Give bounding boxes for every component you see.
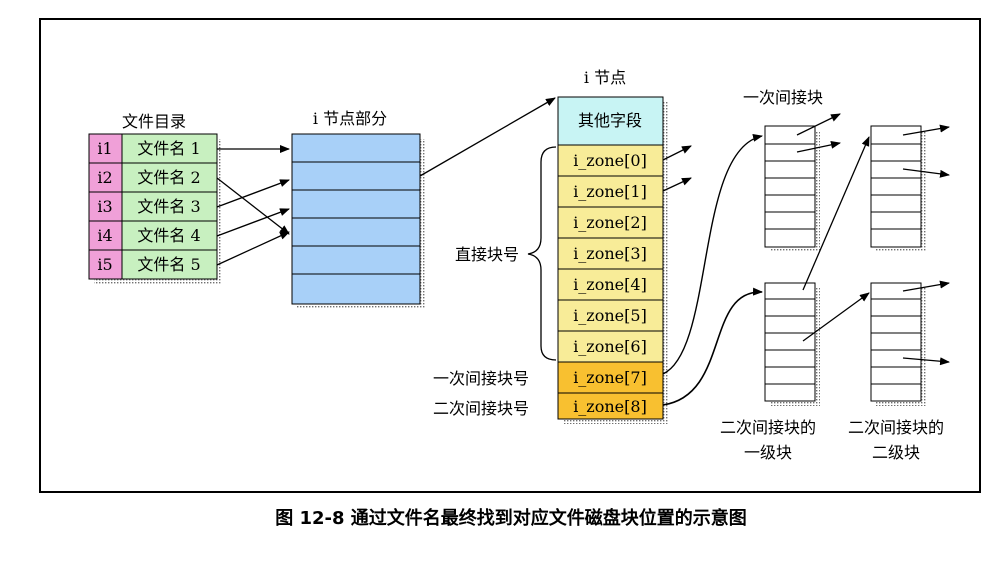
double-indirect-level2-block-bottom <box>870 282 922 402</box>
inode-table <box>291 133 421 305</box>
directory-name-1: 文件名 1 <box>137 139 200 158</box>
zone-2-label: i_zone[2] <box>573 213 647 232</box>
figure-caption: 图 12-8 通过文件名最终找到对应文件磁盘块位置的示意图 <box>275 507 747 529</box>
directory-name-5: 文件名 5 <box>137 255 200 274</box>
zone-6-label: i_zone[6] <box>573 337 647 356</box>
zone-0-label: i_zone[0] <box>573 151 647 170</box>
double-indirect-level2-block-top <box>870 125 922 248</box>
double-level2-bottom-out-arrow-1 <box>902 280 950 292</box>
directory-title: 文件目录 <box>122 112 186 131</box>
zone-0-arrow <box>662 145 692 161</box>
zone-1-label: i_zone[1] <box>573 182 647 201</box>
double-level1-to-level2-top-arrow <box>802 136 870 291</box>
double-level2-top-out-arrow-1 <box>902 124 950 136</box>
inode-node: 其他字段 i_zone[0] i_zone[1] i_zone[2] i_zon… <box>557 96 664 420</box>
single-indirect-block <box>764 125 816 248</box>
zone-5-label: i_zone[5] <box>573 306 647 325</box>
double-level2-label-1: 二次间接块的 <box>848 418 944 437</box>
directory-to-inode-arrows <box>216 145 290 266</box>
single-indirect-block-title: 一次间接块 <box>743 88 823 107</box>
directory-name-3: 文件名 3 <box>137 197 200 216</box>
figure-frame <box>39 18 981 493</box>
directory-inode-5: i5 <box>97 255 112 274</box>
double-indirect-level1-block <box>764 282 816 402</box>
zone-4-label: i_zone[4] <box>573 275 647 294</box>
double-level1-to-level2-bottom-arrow <box>802 292 870 342</box>
inode-other-fields: 其他字段 <box>578 111 642 130</box>
directory-inode-4: i4 <box>97 226 112 245</box>
zone-1-arrow <box>662 177 692 192</box>
direct-block-label: 直接块号 <box>455 245 519 264</box>
directory-inode-1: i1 <box>97 139 112 158</box>
directory-inode-3: i3 <box>97 197 112 216</box>
inode-title: i 节点 <box>584 68 626 87</box>
directory-name-4: 文件名 4 <box>137 226 200 245</box>
double-indirect-number-label: 二次间接块号 <box>433 399 529 418</box>
zone-7-label: i_zone[7] <box>573 368 647 387</box>
single-indirect-out-arrow-1 <box>796 113 841 136</box>
directory-inode-2: i2 <box>97 168 112 187</box>
zone-7-to-single-indirect-curve <box>662 133 763 375</box>
zone-8-label: i_zone[8] <box>573 397 647 416</box>
double-level1-label-2: 一级块 <box>744 443 792 462</box>
directory-name-2: 文件名 2 <box>137 168 200 187</box>
double-level1-label-1: 二次间接块的 <box>720 418 816 437</box>
directory-table: i1 i2 i3 i4 i5 文件名 1 文件名 2 文件名 3 文件名 4 文… <box>88 133 218 280</box>
zone-8-to-double-level1-curve <box>662 287 763 406</box>
inode-table-to-inode-arrow <box>419 97 556 177</box>
double-level2-top-out-arrow-2 <box>902 168 950 178</box>
double-level2-label-2: 二级块 <box>872 443 920 462</box>
single-indirect-number-label: 一次间接块号 <box>433 369 529 388</box>
single-indirect-out-arrow-2 <box>796 140 841 153</box>
double-level2-bottom-out-arrow-2 <box>902 357 950 366</box>
direct-block-brace <box>527 146 557 361</box>
zone-3-label: i_zone[3] <box>573 244 647 263</box>
inode-table-title: i 节点部分 <box>313 109 387 128</box>
